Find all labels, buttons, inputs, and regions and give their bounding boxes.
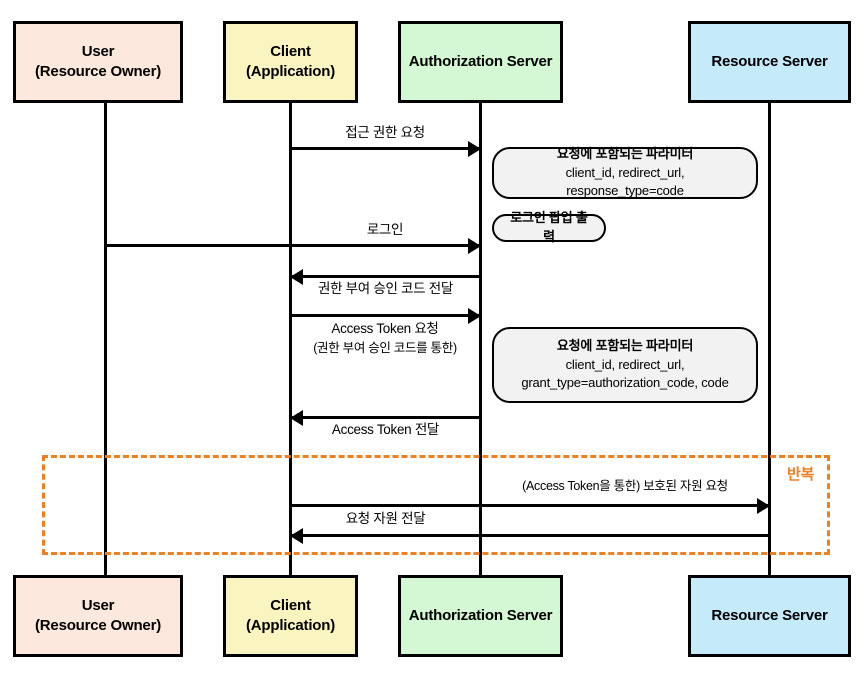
lifeline-user xyxy=(104,103,107,575)
message-line-authorization-code xyxy=(290,275,481,278)
participant-client-top-line2: (Application) xyxy=(245,63,336,80)
participant-client-bottom-line1: Client xyxy=(270,596,311,614)
lifeline-resource-server xyxy=(768,103,771,575)
message-line-access-token-response xyxy=(290,416,481,419)
message-arrowhead-login xyxy=(468,238,481,254)
message-arrowhead-protected-resource-request xyxy=(757,498,770,514)
message-label-protected-resource-request: (Access Token을 통한) 보호된 자원 요청 xyxy=(522,479,728,493)
message-arrowhead-resource-response xyxy=(290,528,303,544)
message-label-access-token-response: Access Token 전달 xyxy=(331,422,440,437)
note-token-request-params-title: 요청에 포함되는 파라미터 xyxy=(556,337,694,353)
participant-user-top-line1: User xyxy=(81,42,115,60)
message-label-access-token-request-line2: (권한 부여 승인 코드를 통한) xyxy=(313,341,457,355)
participant-resource-server-top[interactable]: Resource Server xyxy=(688,21,851,103)
participant-authorization-server-bottom-line1: Authorization Server xyxy=(408,606,553,624)
loop-label-repeat: 반복 xyxy=(787,466,815,483)
message-line-access-token-request xyxy=(290,314,481,317)
message-arrowhead-access-request xyxy=(468,141,481,157)
lifeline-client xyxy=(289,103,292,575)
lifeline-authorization-server xyxy=(479,103,482,575)
loop-frame-repeat xyxy=(42,455,830,555)
message-line-protected-resource-request xyxy=(290,504,770,507)
message-line-access-request xyxy=(290,147,481,150)
participant-user-top[interactable]: User (Resource Owner) xyxy=(13,21,183,103)
message-label-access-request: 접근 권한 요청 xyxy=(345,125,425,140)
message-line-login xyxy=(105,244,481,247)
participant-resource-server-bottom-line1: Resource Server xyxy=(711,606,828,624)
note-token-request-params-line1: client_id, redirect_url, xyxy=(565,356,685,372)
participant-client-bottom[interactable]: Client (Application) xyxy=(223,575,358,657)
participant-client-top-line1: Client xyxy=(270,42,311,60)
note-authorize-request-params-title: 요청에 포함되는 파라미터 xyxy=(556,145,694,161)
participant-authorization-server-top[interactable]: Authorization Server xyxy=(398,21,563,103)
message-label-login: 로그인 xyxy=(366,222,404,237)
participant-client-bottom-line2: (Application) xyxy=(245,617,336,634)
message-label-resource-response: 요청 자원 전달 xyxy=(345,511,426,526)
participant-user-bottom-line2: (Resource Owner) xyxy=(35,617,161,634)
message-arrowhead-access-token-request xyxy=(468,308,481,324)
message-arrowhead-authorization-code xyxy=(290,269,303,285)
participant-user-bottom-line1: User xyxy=(81,596,115,614)
participant-authorization-server-bottom[interactable]: Authorization Server xyxy=(398,575,563,657)
note-token-request-params-line2: grant_type=authorization_code, code xyxy=(521,375,729,391)
participant-user-bottom[interactable]: User (Resource Owner) xyxy=(13,575,183,657)
message-arrowhead-access-token-response xyxy=(290,410,303,426)
note-authorize-request-params-line1: client_id, redirect_url, response_type=c… xyxy=(565,164,685,199)
participant-user-top-line2: (Resource Owner) xyxy=(35,63,161,80)
participant-resource-server-bottom[interactable]: Resource Server xyxy=(688,575,851,657)
message-line-resource-response xyxy=(290,534,770,537)
participant-resource-server-top-line1: Resource Server xyxy=(711,52,828,70)
message-label-authorization-code: 권한 부여 승인 코드 전달 xyxy=(317,281,453,296)
note-login-popup: 로그인 팝업 출력 xyxy=(492,210,606,244)
note-token-request-params: 요청에 포함되는 파라미터 client_id, redirect_url, g… xyxy=(492,327,758,403)
note-authorize-request-params: 요청에 포함되는 파라미터 client_id, redirect_url, r… xyxy=(492,145,758,199)
message-label-access-token-request-line1: Access Token 요청 xyxy=(331,321,439,336)
participant-authorization-server-top-line1: Authorization Server xyxy=(408,52,553,70)
note-login-popup-title: 로그인 팝업 출력 xyxy=(510,210,588,244)
participant-client-top[interactable]: Client (Application) xyxy=(223,21,358,103)
